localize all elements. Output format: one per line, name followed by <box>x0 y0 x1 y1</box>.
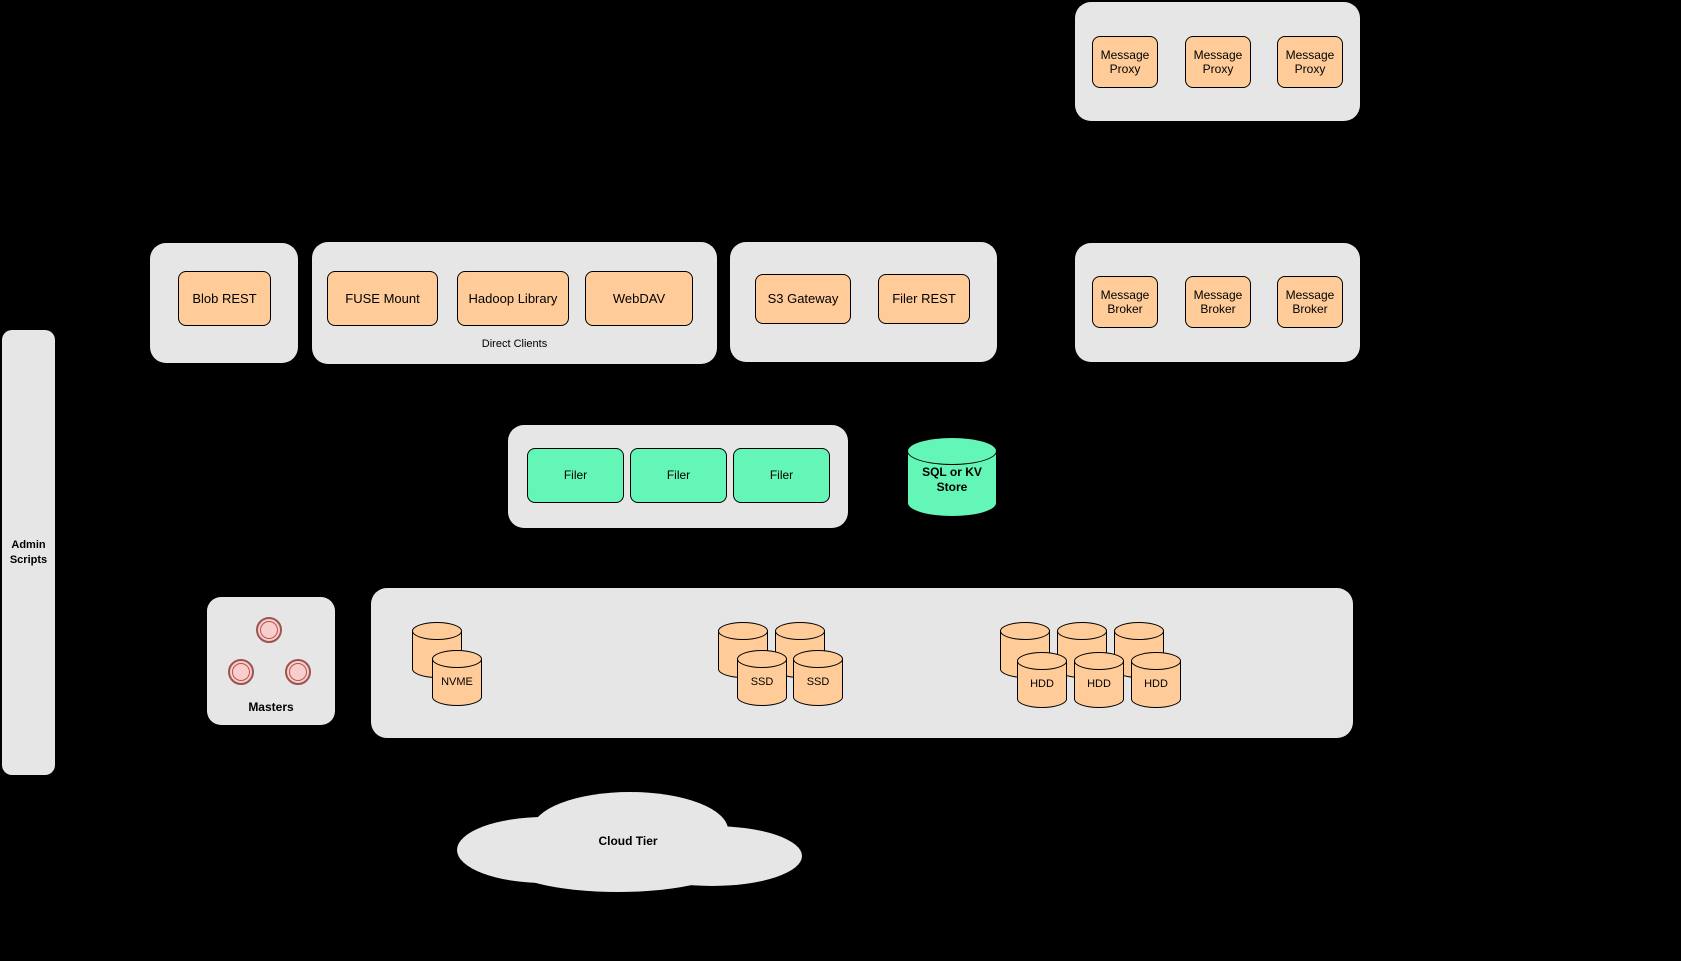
message-broker-node: Message Broker <box>1185 276 1251 328</box>
hadoop-library-node: Hadoop Library <box>457 271 569 326</box>
filer-node: Filer <box>527 448 624 503</box>
webdav-node: WebDAV <box>585 271 693 326</box>
volume-servers-group: NVME SSD SSD <box>371 588 1353 738</box>
message-broker-group: Message Broker Message Broker Message Br… <box>1075 243 1360 362</box>
fuse-mount-node: FUSE Mount <box>327 271 438 326</box>
ssd-label: SSD <box>750 676 774 688</box>
message-broker-node: Message Broker <box>1277 276 1343 328</box>
nvme-label: NVME <box>441 676 473 688</box>
cloud-icon <box>457 792 802 892</box>
hdd-cylinder: HDD <box>1017 652 1067 708</box>
hdd-label: HDD <box>1030 678 1054 690</box>
ssd-cylinder: SSD <box>737 650 787 706</box>
nvme-cylinder: NVME <box>432 650 482 706</box>
cloud-tier-shape: Cloud Tier <box>450 790 806 895</box>
direct-clients-caption: Direct Clients <box>481 338 548 350</box>
cylinder-top <box>1000 622 1050 640</box>
message-proxy-node: Message Proxy <box>1185 36 1251 88</box>
message-broker-node: Message Broker <box>1092 276 1158 328</box>
master-node-circle <box>285 659 311 685</box>
cylinder-top <box>907 437 997 465</box>
cylinder-top <box>775 622 825 640</box>
cylinder-top <box>793 650 843 668</box>
hdd-cylinder: HDD <box>1074 652 1124 708</box>
filer-rest-node: Filer REST <box>878 274 970 324</box>
cylinder-top <box>1074 652 1124 670</box>
cylinder-top <box>1114 622 1164 640</box>
blob-rest-group: Blob REST <box>150 243 298 363</box>
gateway-group: S3 Gateway Filer REST <box>730 242 997 362</box>
cylinder-top <box>1131 652 1181 670</box>
master-node-circle <box>228 659 254 685</box>
ssd-label: SSD <box>806 676 830 688</box>
filer-node: Filer <box>733 448 830 503</box>
masters-group: Masters <box>207 597 335 725</box>
direct-clients-group: FUSE Mount Hadoop Library WebDAV Direct … <box>312 242 717 364</box>
cylinder-top <box>1057 622 1107 640</box>
cylinder-top <box>1017 652 1067 670</box>
admin-scripts-panel: Admin Scripts <box>2 330 55 775</box>
hdd-label: HDD <box>1144 678 1168 690</box>
ssd-cylinder: SSD <box>793 650 843 706</box>
blob-rest-node: Blob REST <box>178 271 271 326</box>
hdd-label: HDD <box>1087 678 1111 690</box>
filer-group: Filer Filer Filer <box>508 425 848 528</box>
message-proxy-node: Message Proxy <box>1092 36 1158 88</box>
master-node-circle <box>256 617 282 643</box>
cylinder-top <box>718 622 768 640</box>
message-proxy-group: Message Proxy Message Proxy Message Prox… <box>1075 2 1360 121</box>
kv-store-cylinder: SQL or KV Store <box>907 437 997 517</box>
cylinder-top <box>432 650 482 668</box>
filer-node: Filer <box>630 448 727 503</box>
kv-store-label: SQL or KV Store <box>922 465 982 494</box>
message-proxy-node: Message Proxy <box>1277 36 1343 88</box>
masters-label: Masters <box>248 700 294 714</box>
cylinder-top <box>737 650 787 668</box>
admin-scripts-label: Admin Scripts <box>9 539 48 566</box>
s3-gateway-node: S3 Gateway <box>755 274 851 324</box>
cylinder-top <box>412 622 462 640</box>
cloud-tier-label: Cloud Tier <box>598 834 658 848</box>
hdd-cylinder: HDD <box>1131 652 1181 708</box>
